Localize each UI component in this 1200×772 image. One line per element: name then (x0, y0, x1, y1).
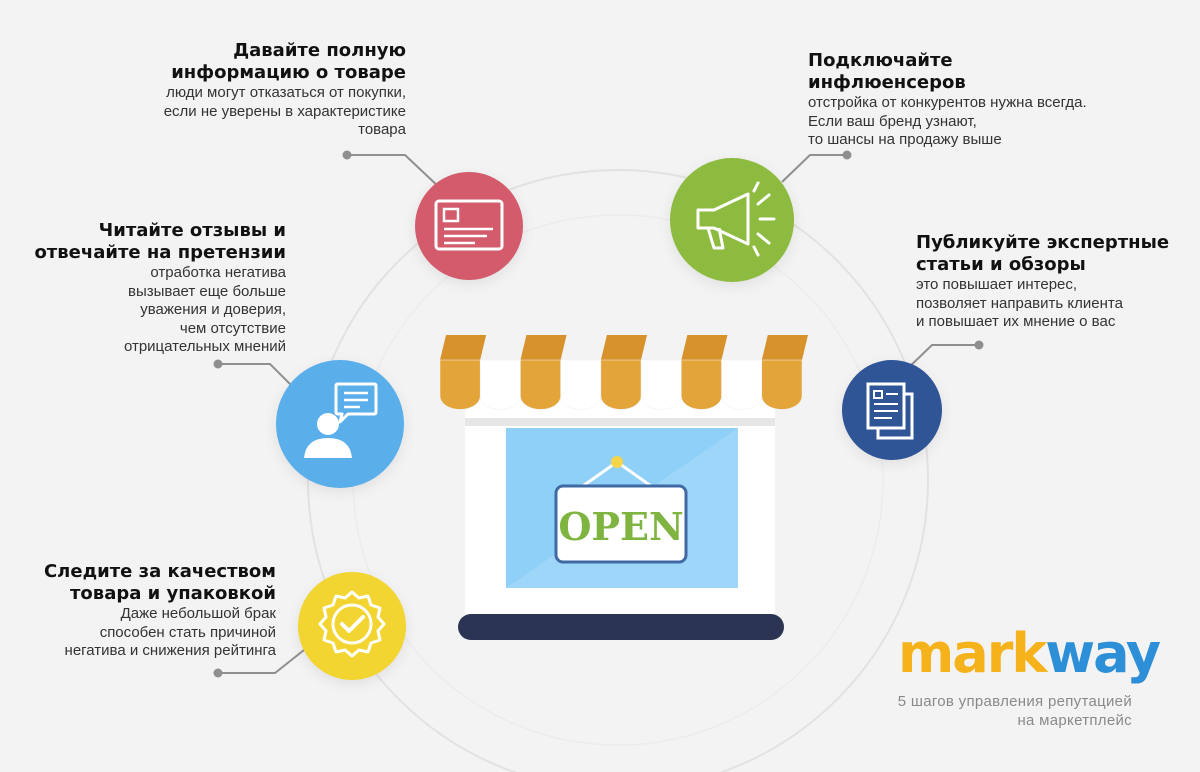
awning-top-stripe (681, 335, 728, 360)
sign-string-left (579, 460, 618, 490)
step-2-title: Подключайте инфлюенсеров (808, 50, 1087, 94)
awning-top-stripe (721, 335, 768, 360)
connector-dot-4 (974, 340, 984, 350)
open-sign (554, 484, 688, 564)
sign-string-right (616, 460, 655, 490)
awning-stripe (721, 359, 763, 410)
step-2-title-line-1: Подключайте (808, 50, 953, 71)
step-5-description: Даже небольшой брак способен стать причи… (44, 605, 276, 661)
awning-stripe (439, 359, 481, 410)
step-2-title-line-2: инфлюенсеров (808, 72, 966, 93)
brand-caption: 5 шагов управления репутацией на маркетп… (898, 692, 1132, 730)
caption-line-2: на маркетплейс (1017, 712, 1132, 729)
awning-stripe (600, 359, 642, 410)
step-3: Читайте отзывы и отвечайте на претензии … (34, 220, 286, 357)
connector-step-4 (903, 344, 979, 373)
open-sign-text: OPEN (558, 504, 683, 549)
step-4-desc-line-3: и повышает их мнение о вас (916, 313, 1116, 330)
awning-stripe (520, 359, 561, 410)
step-3-desc-line-1: отработка негатива (150, 264, 286, 281)
step-1-title-line-2: информацию о товаре (171, 62, 406, 83)
connector-dot-3 (213, 359, 223, 369)
step-3-circle (276, 360, 404, 488)
connector-step-3 (218, 363, 299, 393)
caption-line-1: 5 шагов управления репутацией (897, 693, 1132, 710)
id-card-icon (434, 199, 504, 251)
step-1-circle (415, 172, 523, 280)
awning-top-stripe (440, 335, 487, 360)
quality-badge-icon (318, 590, 386, 658)
step-1: Давайте полную информацию о товаре люди … (164, 40, 406, 140)
step-4-title-line-2: статьи и обзоры (916, 254, 1086, 275)
awning-top-stripe (520, 335, 567, 360)
step-4-desc-line-1: это повышает интерес, (916, 276, 1078, 293)
step-3-title-line-1: Читайте отзывы и (98, 220, 286, 241)
step-3-desc-line-4: чем отсутствие (179, 319, 286, 337)
step-5-title: Следите за качеством товара и упаковкой (44, 561, 276, 605)
step-5-title-line-2: товара и упаковкой (70, 583, 276, 604)
connector-step-1 (347, 154, 441, 189)
sign-nail (611, 456, 623, 468)
step-3-desc-line-3: уважения и доверия, (140, 301, 286, 318)
awning-top-stripe (761, 335, 808, 360)
documents-icon (866, 382, 914, 440)
awning-top-stripe (600, 335, 648, 360)
awning-stripe (479, 359, 521, 410)
step-3-title: Читайте отзывы и отвечайте на претензии (34, 220, 286, 264)
step-4-description: это повышает интерес, позволяет направит… (916, 276, 1169, 332)
connector-dot-5 (213, 668, 223, 678)
step-5-desc-line-2: способен стать причиной (99, 623, 276, 641)
step-5-title-line-1: Следите за качеством (43, 561, 276, 582)
step-1-description: люди могут отказаться от покупки, если н… (164, 84, 406, 140)
awning-stripe (640, 359, 682, 410)
awning-top-stripe (480, 335, 527, 360)
step-5: Следите за качеством товара и упаковкой … (44, 561, 276, 661)
connector-dot-1 (342, 150, 352, 160)
step-5-desc-line-3: негатива и снижения рейтинга (64, 642, 276, 659)
step-1-desc-line-3: товара (358, 121, 406, 138)
step-2: Подключайте инфлюенсеров отстройка от ко… (808, 50, 1087, 150)
connector-dot-2 (842, 150, 852, 160)
step-2-desc-line-1: отстройка от конкурентов нужна всегда. (808, 94, 1087, 111)
step-3-title-line-2: отвечайте на претензии (34, 242, 286, 263)
awning-top-stripe (560, 335, 607, 360)
step-2-circle (670, 158, 794, 282)
orbit-ring (307, 169, 929, 772)
step-2-description: отстройка от конкурентов нужна всегда. Е… (808, 94, 1087, 150)
step-2-desc-line-3: то шансы на продажу выше (808, 131, 1002, 148)
store-awning-shadow (465, 418, 775, 426)
connector-step-5 (218, 649, 305, 674)
megaphone-icon (696, 181, 776, 257)
step-1-desc-line-2: если не уверены в характеристике (163, 102, 406, 120)
store-counter (458, 614, 784, 640)
step-4-desc-line-2: позволяет направить клиента (916, 294, 1123, 312)
step-3-desc-line-2: вызывает еще больше (127, 282, 286, 300)
step-4-title-line-1: Публикуйте экспертные (916, 232, 1170, 253)
step-2-desc-line-2: Если ваш бренд узнают, (808, 112, 977, 130)
step-5-desc-line-1: Даже небольшой брак (120, 605, 276, 622)
store-awning (439, 335, 808, 410)
step-1-title: Давайте полную информацию о товаре (164, 40, 406, 84)
user-chat-icon (304, 382, 378, 458)
step-3-description: отработка негатива вызывает еще больше у… (34, 264, 286, 357)
logo-part-way: way (1045, 622, 1161, 685)
storefront: OPEN (439, 335, 808, 640)
step-4: Публикуйте экспертные статьи и обзоры эт… (916, 232, 1169, 332)
step-1-title-line-1: Давайте полную (233, 40, 406, 61)
step-4-title: Публикуйте экспертные статьи и обзоры (916, 232, 1169, 276)
step-5-circle (298, 572, 406, 680)
awning-top-stripe (641, 335, 688, 360)
connector-step-2 (781, 154, 847, 183)
awning-stripe (560, 359, 602, 410)
awning-stripe (761, 359, 803, 410)
logo-part-mark: mark (898, 622, 1047, 685)
brand-logo: markway (898, 622, 1161, 685)
step-4-circle (842, 360, 942, 460)
step-3-desc-line-5: отрицательных мнений (123, 338, 286, 355)
step-1-desc-line-1: люди могут отказаться от покупки, (166, 84, 406, 101)
awning-stripe (681, 359, 722, 410)
